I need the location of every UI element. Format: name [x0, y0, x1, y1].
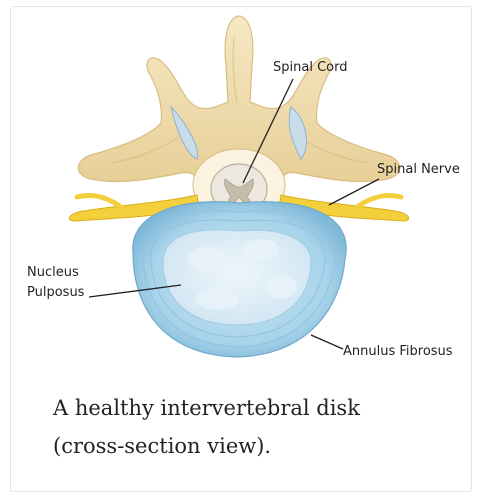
label-spinal-nerve: Spinal Nerve: [377, 162, 460, 177]
label-nucleus-line2: Pulposus: [27, 285, 85, 300]
label-nucleus-line1: Nucleus: [27, 265, 79, 280]
intervertebral-disc: [133, 202, 346, 357]
figure-card: Spinal Cord Spinal Nerve Nucleus Pulposu…: [10, 6, 472, 492]
vertebra-diagram: Spinal Cord Spinal Nerve Nucleus Pulposu…: [11, 7, 472, 387]
label-spinal-cord: Spinal Cord: [273, 60, 347, 75]
figure-caption: A healthy intervertebral disk (cross-sec…: [53, 389, 453, 465]
annulus-leader: [311, 335, 343, 349]
caption-line1: A healthy intervertebral disk: [53, 396, 360, 420]
label-annulus-fibrosus: Annulus Fibrosus: [343, 344, 453, 359]
caption-line2: (cross-section view).: [53, 434, 271, 458]
vertebra-illustration: Spinal Cord Spinal Nerve Nucleus Pulposu…: [11, 7, 472, 387]
